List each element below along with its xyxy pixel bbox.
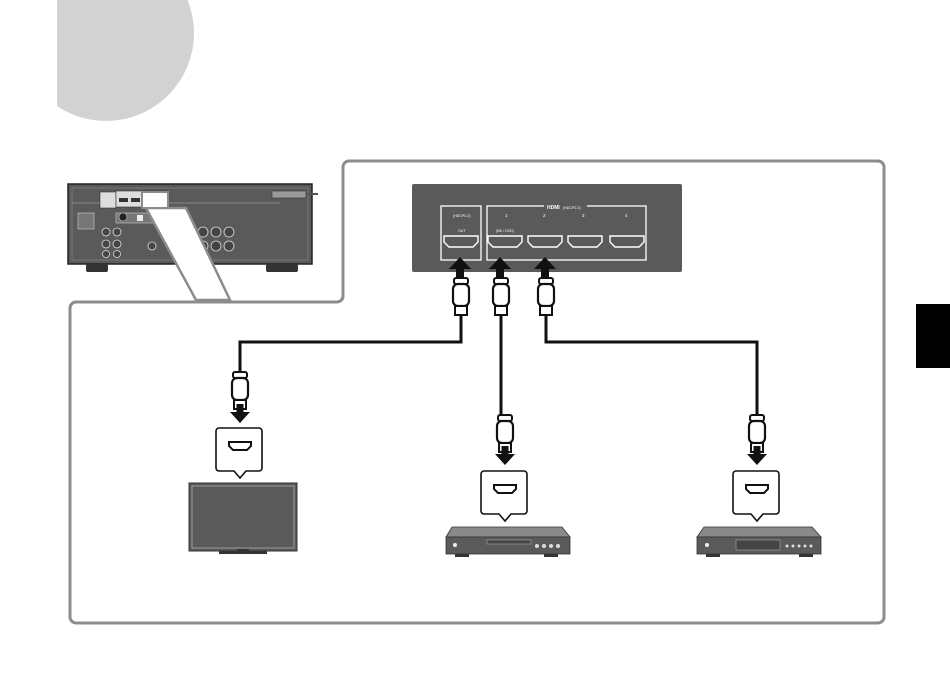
media-player-icon: [697, 527, 821, 557]
receiver-icon: [68, 184, 318, 300]
hdmi-plug-icon: [493, 278, 509, 315]
tv-icon: [189, 483, 297, 554]
out-hdcp-label: (HDCP2.2): [453, 214, 471, 218]
in-port-1-sub: (BD / DVD): [496, 229, 514, 233]
hdmi-panel: HDMI (HDCP2.2) (HDCP2.2) OUT 1 (BD / DVD…: [412, 184, 682, 272]
hdmi-port-icon: [216, 428, 262, 478]
hdmi-port-icon: [481, 471, 527, 521]
bd-player-icon: [446, 527, 570, 557]
section-tab: [916, 304, 950, 368]
hdmi-plug-icon: [538, 278, 554, 315]
hdmi-plug-icon: [232, 372, 248, 409]
hdmi-group-label: HDMI: [547, 205, 560, 211]
hdmi-cables: [240, 312, 757, 418]
hdmi-group-sublabel: (HDCP2.2): [563, 206, 581, 210]
hdmi-plug-icon: [453, 278, 469, 315]
hdmi-port-icon: [733, 471, 779, 521]
out-sub-label: OUT: [458, 229, 466, 233]
